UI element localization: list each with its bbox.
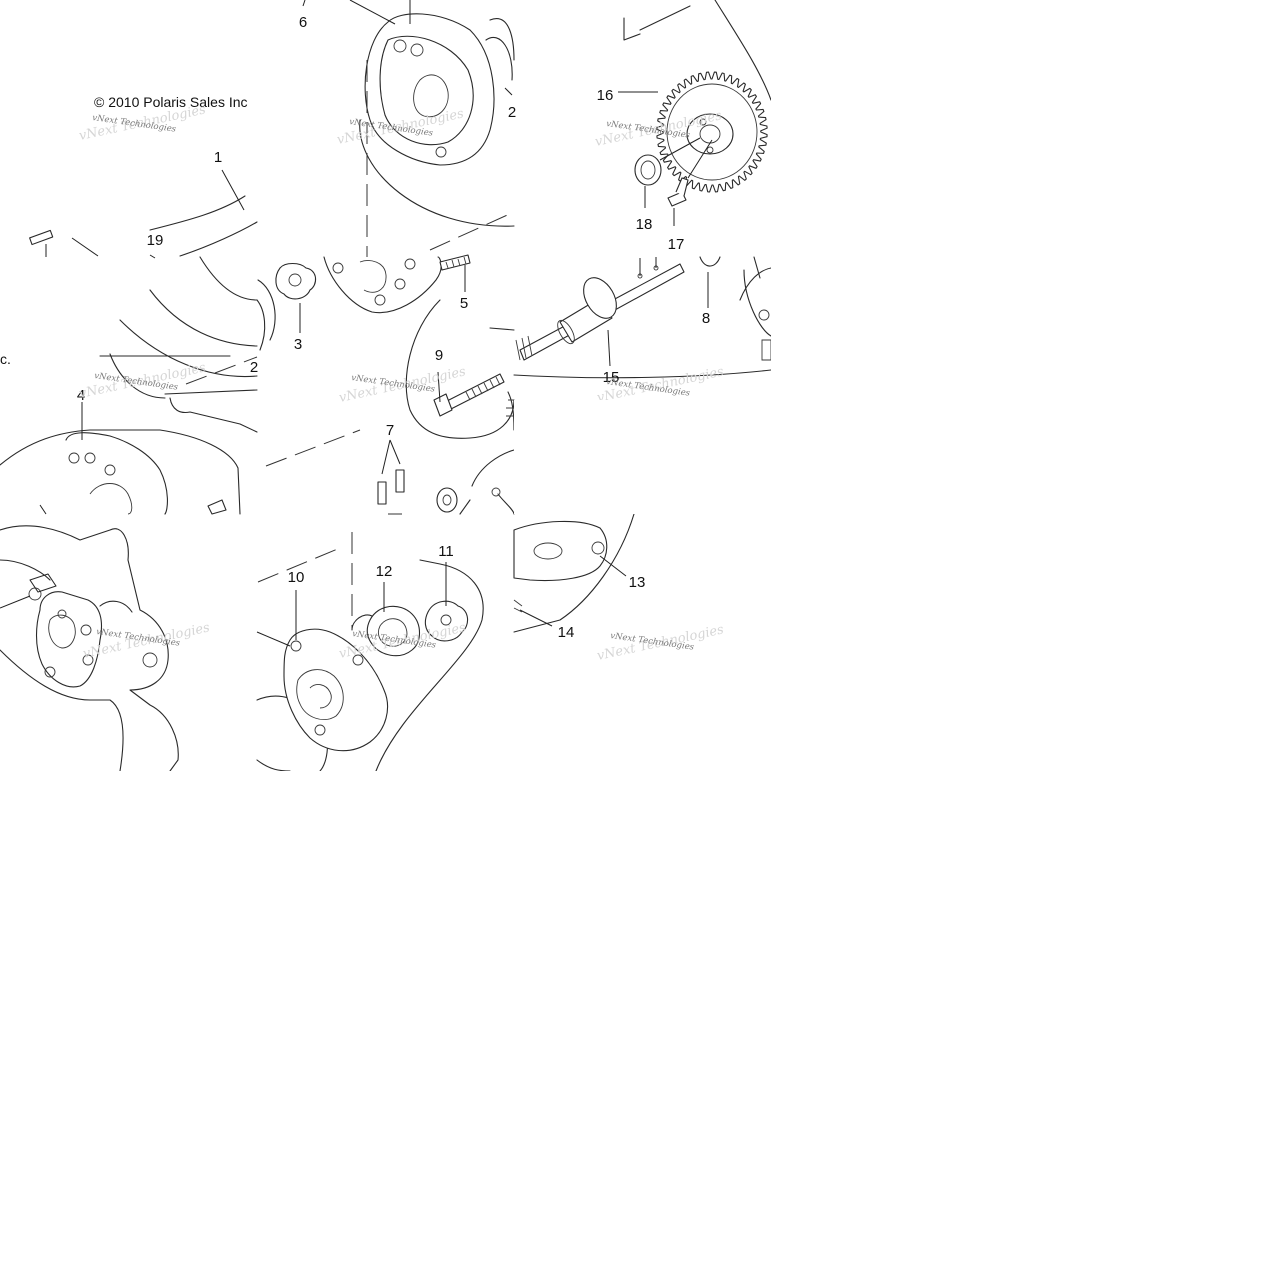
callout-7: 7 <box>386 422 394 439</box>
callout-18: 18 <box>636 216 653 233</box>
callout-8: 8 <box>702 310 710 327</box>
bolt-hole <box>393 39 407 53</box>
callout-12: 12 <box>376 563 393 580</box>
tile-rotor-set <box>256 532 484 772</box>
thrust-washer <box>634 154 662 186</box>
tile-crankcase-bottom <box>0 525 179 772</box>
callout-11: 11 <box>438 543 454 560</box>
callout-labels: 1 2 3 4 5 6 7 8 9 10 11 12 13 14 15 16 1… <box>77 14 710 641</box>
callout-4: 4 <box>77 387 85 404</box>
callout-10: 10 <box>288 569 305 586</box>
callout-13: 13 <box>629 574 646 591</box>
screw-part <box>207 499 227 515</box>
callout-19: 19 <box>147 232 164 249</box>
watermarks: vNext Technologies vNext Technologies vN… <box>78 102 726 664</box>
washer-part <box>436 487 458 513</box>
inner-rotor-lower <box>424 600 469 642</box>
dowel-pin <box>377 481 387 505</box>
tile-cover <box>513 513 635 633</box>
callout-16: 16 <box>597 87 614 104</box>
tile-bolts <box>265 299 515 515</box>
copyright-fragment: c. <box>0 351 11 367</box>
callout-2: 2 <box>508 104 516 121</box>
pump-body <box>283 628 388 752</box>
callout-3: 3 <box>294 336 302 353</box>
outer-rotor <box>366 605 421 657</box>
tile-pump-housing <box>256 0 515 351</box>
gear-web <box>666 83 758 181</box>
callout-14: 14 <box>558 624 575 641</box>
callout-9: 9 <box>435 347 443 364</box>
callout-2-partial: 2 <box>250 359 258 376</box>
inner-rotor <box>275 262 317 300</box>
callout-15: 15 <box>603 369 620 386</box>
callout-17: 17 <box>668 236 685 253</box>
callout-1: 1 <box>214 149 222 166</box>
copyright-text: © 2010 Polaris Sales Inc <box>94 94 248 110</box>
tile-crankcase-mid <box>0 256 258 515</box>
callout-6: 6 <box>299 14 307 31</box>
gear-bolt <box>667 191 687 207</box>
callout-5: 5 <box>460 295 468 312</box>
gear-hub <box>686 113 734 155</box>
pin-part <box>29 229 54 246</box>
pump-cover <box>513 520 608 581</box>
tile-crankcase-top: © 2010 Polaris Sales Inc <box>29 94 258 259</box>
